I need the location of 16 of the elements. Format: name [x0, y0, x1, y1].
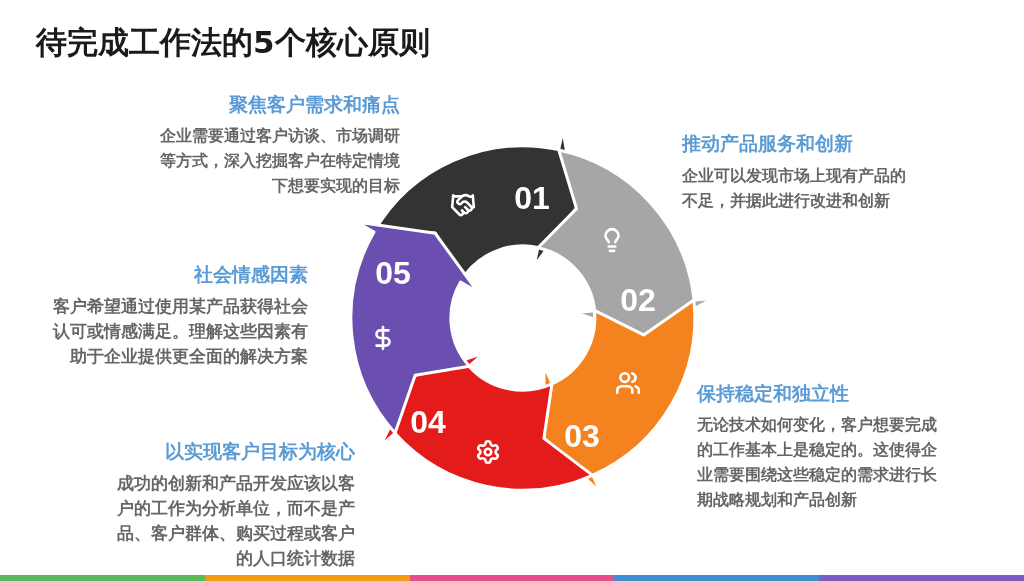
step-number: 01: [514, 179, 550, 217]
principle-description: 无论技术如何变化，客户想要完成的工作基本上是稳定的。这使得企业需要围绕这些稳定的需求进行长期战略规划和产品创新: [697, 415, 938, 511]
page-title: 待完成工作法的5个核心原则: [36, 23, 430, 62]
step-number: 03: [564, 417, 600, 455]
step-number: 04: [410, 403, 446, 441]
principle-heading: 推动产品服务和创新: [682, 131, 853, 156]
principle-heading: 社会情感因素: [194, 262, 308, 287]
principle-heading: 聚焦客户需求和痛点: [229, 92, 400, 117]
step-number: 02: [620, 281, 656, 319]
principle-heading: 保持稳定和独立性: [697, 381, 849, 406]
step-number: 05: [375, 254, 411, 292]
principle-heading: 以实现客户目标为核心: [165, 439, 355, 464]
principle-description: 企业需要通过客户访谈、市场调研等方式，深入挖掘客户在特定情境下想要实现的目标: [159, 126, 400, 197]
principle-description: 客户希望通过使用某产品获得社会认可或情感满足。理解这些因素有助于企业提供更全面的解决方案: [51, 296, 308, 368]
principle-description: 企业可以发现市场上现有产品的不足，并据此进行改进和创新: [682, 165, 907, 212]
principle-description: 成功的创新和产品开发应该以客户的工作为分析单位，而不是产品、客户群体、购买过程或客户的人口统计数据: [116, 473, 355, 570]
